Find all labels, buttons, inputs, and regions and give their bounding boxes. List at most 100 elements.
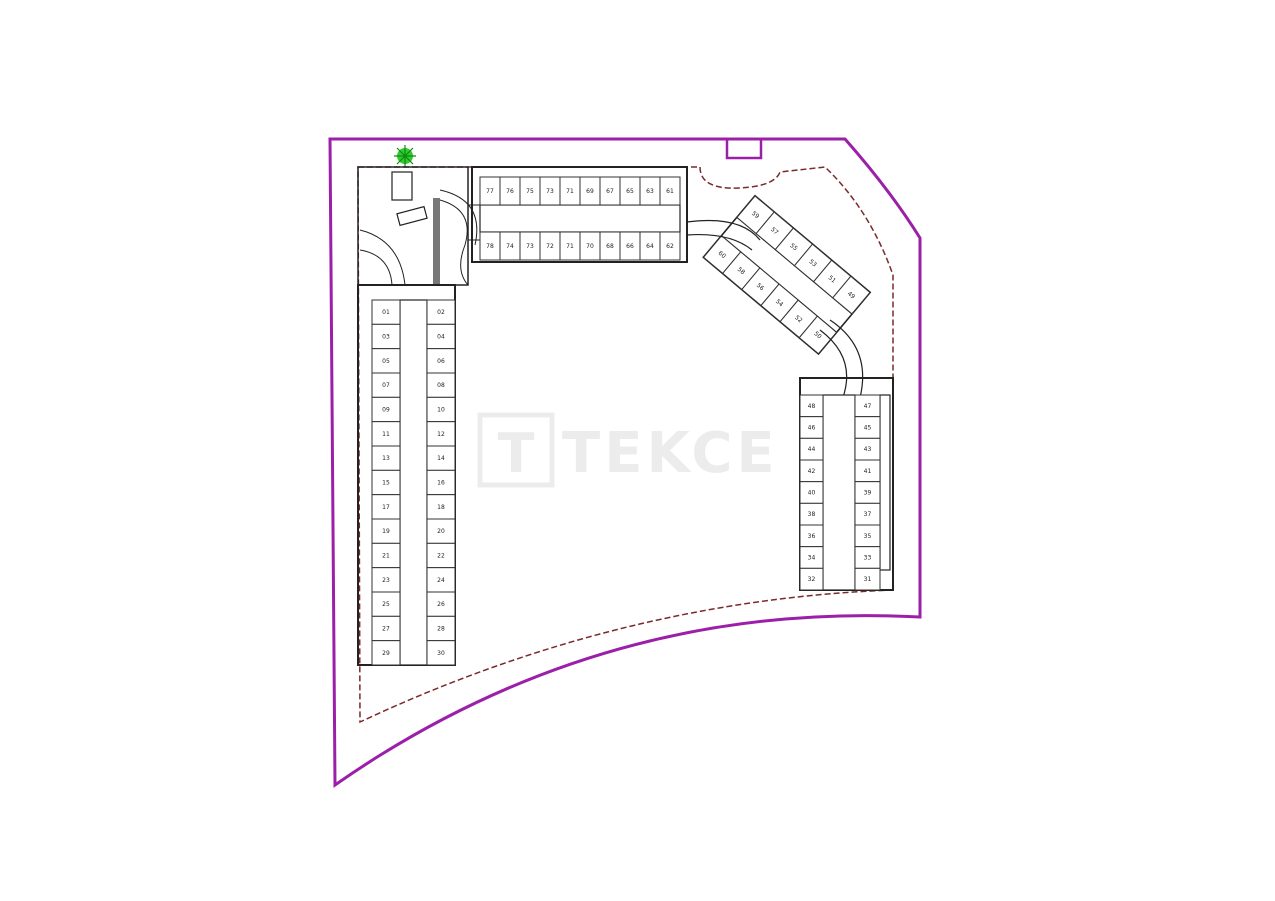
unit-33: 33 (854, 546, 881, 569)
unit-number: 67 (606, 188, 614, 195)
unit-26: 26 (426, 591, 456, 617)
unit-70: 70 (579, 231, 601, 261)
unit-number: 15 (382, 480, 390, 487)
unit-68: 68 (599, 231, 621, 261)
unit-box (371, 348, 401, 374)
unit-number: 36 (808, 533, 816, 540)
unit-20: 20 (426, 518, 456, 544)
unit-number: 32 (808, 576, 816, 583)
unit-number: 44 (808, 446, 816, 453)
unit-34: 34 (799, 546, 824, 569)
unit-47: 47 (854, 394, 881, 418)
unit-number: 13 (382, 455, 390, 462)
unit-number: 53 (808, 258, 818, 268)
unit-number: 76 (506, 188, 514, 195)
unit-number: 50 (812, 330, 822, 340)
unit-number: 63 (646, 188, 654, 195)
unit-number: 47 (864, 403, 872, 410)
unit-number: 57 (769, 226, 779, 236)
unit-box (371, 542, 401, 569)
unit-number: 07 (382, 382, 390, 389)
unit-40: 40 (799, 481, 824, 504)
unit-number: 59 (750, 210, 760, 220)
unit-number: 62 (666, 243, 674, 250)
unit-72: 72 (539, 231, 561, 261)
tree-icon (394, 145, 416, 167)
parking-ramp (357, 166, 500, 286)
unit-29: 29 (371, 640, 401, 666)
unit-43: 43 (854, 437, 881, 461)
unit-22: 22 (426, 542, 456, 569)
unit-box (799, 567, 824, 591)
unit-number: 64 (646, 243, 654, 250)
unit-71: 71 (559, 176, 581, 206)
unit-01: 01 (371, 299, 401, 325)
unit-number: 29 (382, 650, 390, 657)
unit-number: 02 (437, 309, 445, 316)
unit-number: 69 (586, 188, 594, 195)
unit-number: 37 (864, 511, 872, 518)
unit-23: 23 (371, 567, 401, 593)
unit-15: 15 (371, 469, 401, 496)
unit-number: 61 (666, 188, 674, 195)
unit-box (426, 615, 456, 642)
unit-10: 10 (426, 396, 456, 423)
unit-number: 45 (864, 425, 872, 432)
unit-21: 21 (371, 542, 401, 569)
unit-number: 25 (382, 601, 390, 608)
unit-box (426, 640, 456, 666)
unit-number: 49 (846, 290, 856, 300)
unit-09: 09 (371, 396, 401, 423)
unit-number: 68 (606, 243, 614, 250)
unit-number: 14 (437, 455, 445, 462)
unit-number: 72 (546, 243, 554, 250)
unit-04: 04 (426, 323, 456, 350)
unit-67: 67 (599, 176, 621, 206)
diagonal-ramp (686, 219, 864, 406)
unit-box (798, 315, 838, 355)
site-notch (725, 137, 763, 160)
unit-78: 78 (479, 231, 501, 261)
unit-number: 24 (437, 577, 445, 584)
unit-45: 45 (854, 416, 881, 439)
unit-number: 09 (382, 407, 390, 414)
unit-63: 63 (639, 176, 661, 206)
unit-number: 39 (864, 490, 872, 497)
unit-number: 77 (486, 188, 494, 195)
unit-number: 60 (717, 250, 727, 260)
unit-number: 12 (437, 431, 445, 438)
unit-box (659, 231, 681, 261)
unit-number: 11 (382, 431, 390, 438)
unit-box (854, 567, 881, 591)
unit-number: 65 (626, 188, 634, 195)
unit-66: 66 (619, 231, 641, 261)
unit-48: 48 (799, 394, 824, 418)
unit-number: 78 (486, 243, 494, 250)
unit-37: 37 (854, 502, 881, 526)
unit-61: 61 (659, 176, 681, 206)
unit-box (426, 299, 456, 325)
unit-number: 52 (793, 314, 803, 324)
unit-46: 46 (799, 416, 824, 439)
unit-box (659, 176, 681, 206)
unit-number: 34 (808, 555, 816, 562)
unit-box (371, 591, 401, 617)
unit-number: 66 (626, 243, 634, 250)
unit-box (426, 469, 456, 496)
unit-07: 07 (371, 372, 401, 398)
unit-69: 69 (579, 176, 601, 206)
unit-number: 71 (566, 188, 574, 195)
unit-number: 33 (864, 555, 872, 562)
setback-line (357, 166, 894, 724)
unit-box (371, 421, 401, 447)
unit-75: 75 (519, 176, 541, 206)
unit-06: 06 (426, 348, 456, 374)
unit-12: 12 (426, 421, 456, 447)
unit-number: 54 (774, 298, 784, 308)
unit-box (371, 445, 401, 471)
unit-number: 10 (437, 407, 445, 414)
site-boundary (328, 137, 922, 788)
